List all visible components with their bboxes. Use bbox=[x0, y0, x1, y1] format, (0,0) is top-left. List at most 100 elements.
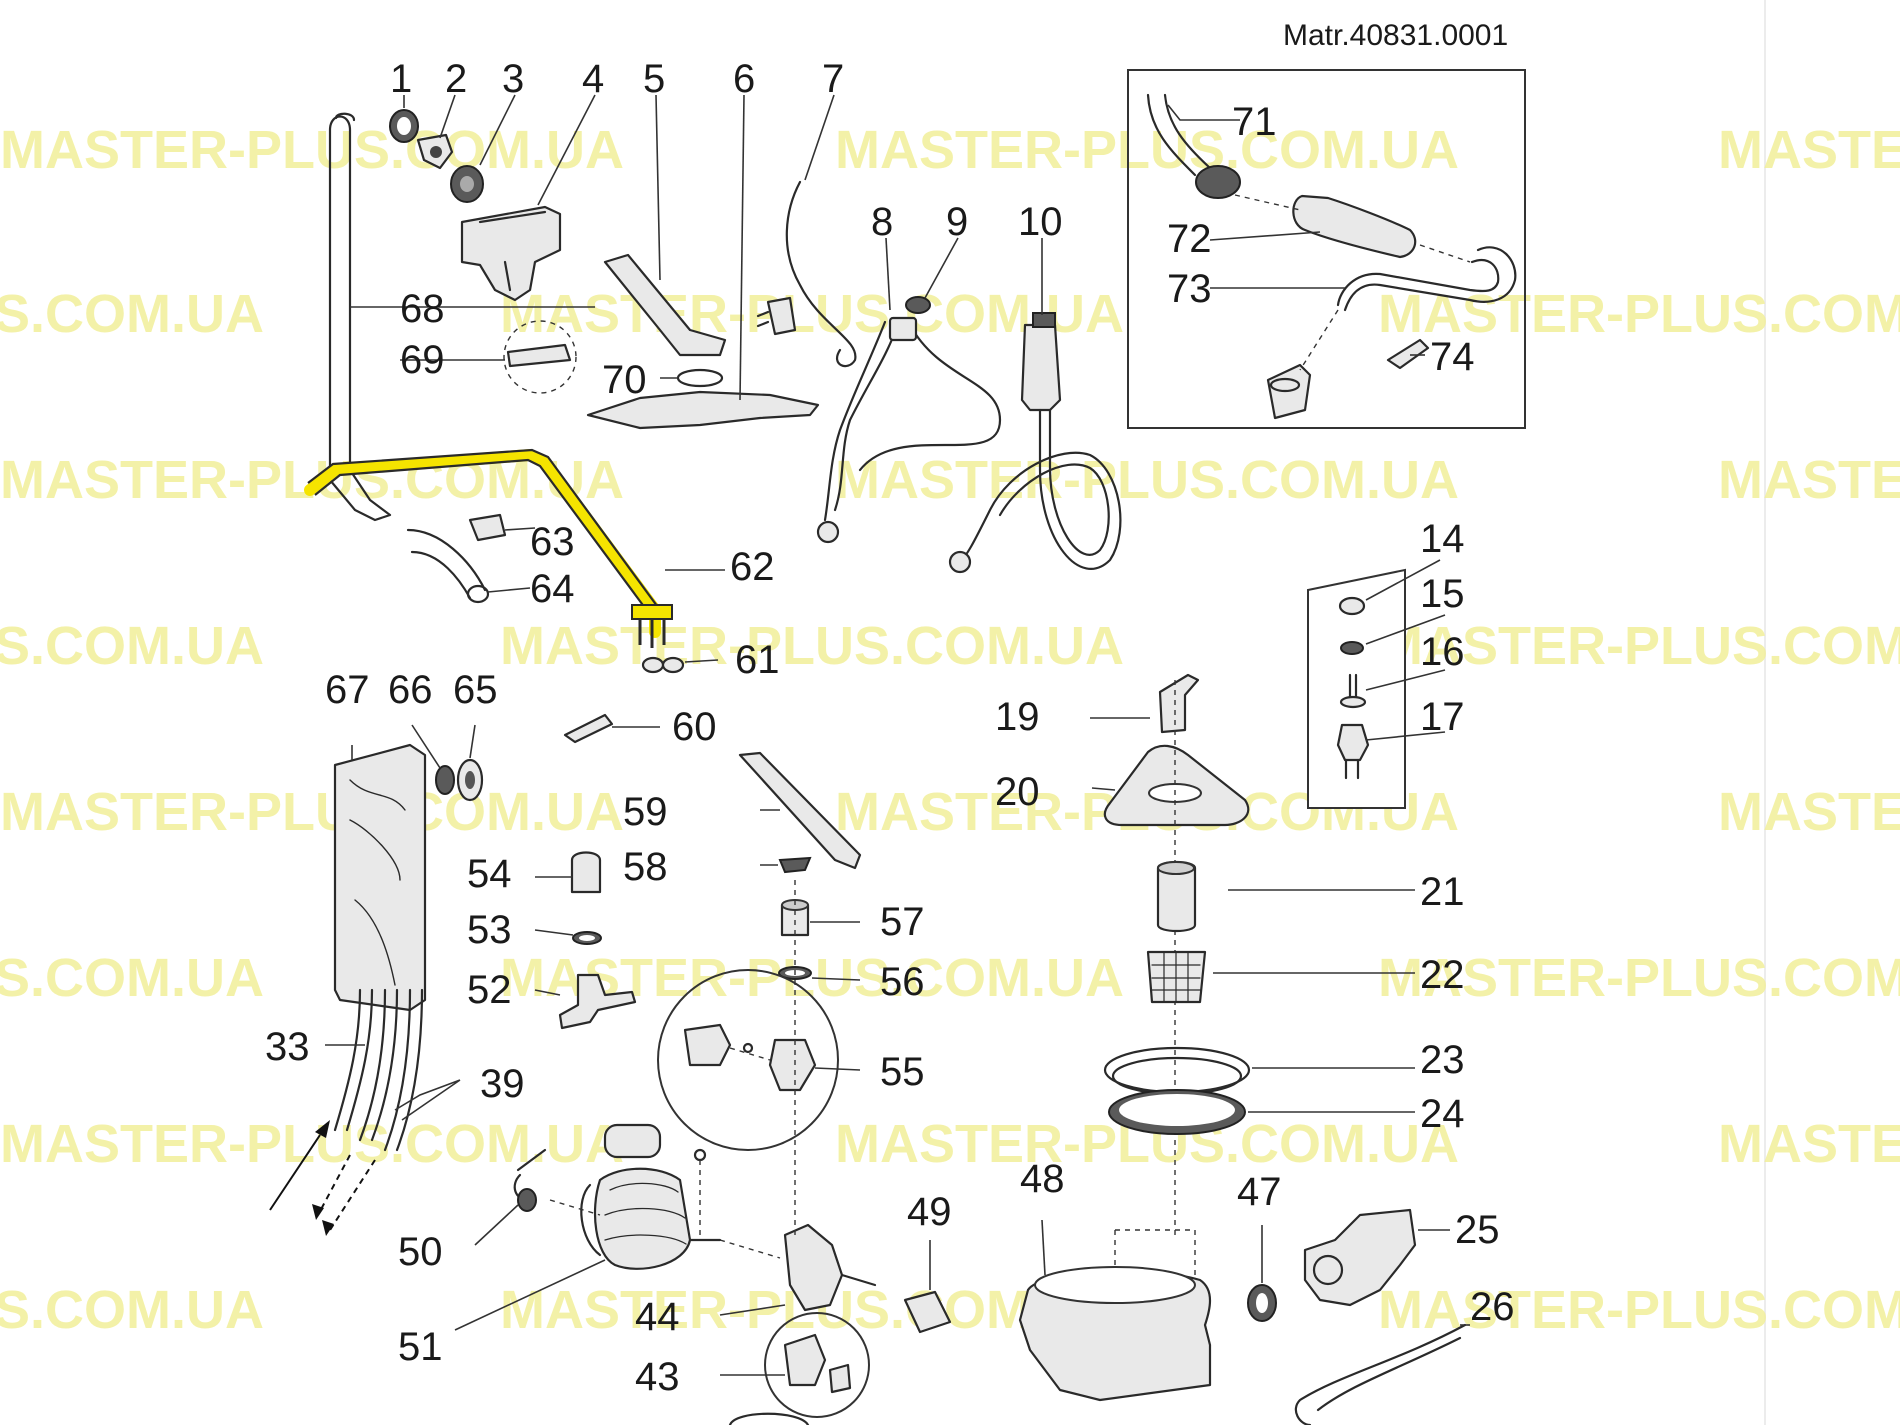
clamp-63 bbox=[468, 513, 507, 542]
label-58: 58 bbox=[623, 845, 668, 889]
elbow-73 bbox=[1336, 246, 1517, 312]
matr-code: Matr.40831.0001 bbox=[1283, 19, 1508, 52]
label-14: 14 bbox=[1420, 517, 1465, 561]
arm-connector-5 bbox=[603, 253, 727, 357]
watermark-text: MASTER-PLUS.COM.UA bbox=[1718, 120, 1900, 180]
detail-circle-43 bbox=[764, 1312, 870, 1418]
label-1: 1 bbox=[390, 57, 412, 101]
label-62: 62 bbox=[730, 545, 775, 589]
detail-box-71-74 bbox=[1127, 69, 1526, 429]
watermark-text: MASTER-PLUS.COM.UA bbox=[0, 948, 264, 1008]
detail-box-frame bbox=[1127, 69, 1526, 429]
detail-circle-69 bbox=[503, 320, 577, 394]
label-3: 3 bbox=[502, 57, 524, 101]
label-43: 43 bbox=[635, 1355, 680, 1399]
watermark-text: MASTER-PLUS.COM.UA bbox=[1718, 450, 1900, 510]
watermark-text: MASTER-PLUS.COM.UA bbox=[1378, 1280, 1900, 1340]
watermark-text: MASTER-PLUS.COM.UA bbox=[0, 782, 624, 842]
label-33: 33 bbox=[265, 1025, 310, 1069]
label-57: 57 bbox=[880, 900, 925, 944]
bushing-49 bbox=[903, 1290, 952, 1334]
label-2: 2 bbox=[445, 57, 467, 101]
hose-64 bbox=[406, 528, 487, 600]
inlet-hose-8 bbox=[823, 318, 1002, 522]
label-51: 51 bbox=[398, 1325, 443, 1369]
label-65: 65 bbox=[453, 668, 498, 712]
spray-arm-6 bbox=[586, 390, 820, 430]
label-21: 21 bbox=[1420, 870, 1465, 914]
outlet-hose-10 bbox=[1020, 323, 1062, 412]
parts-group-top-left bbox=[304, 109, 857, 674]
valve-55 bbox=[683, 1023, 732, 1067]
label-48: 48 bbox=[1020, 1157, 1065, 1201]
watermark-text: MASTER-PLUS.COM.UA bbox=[1718, 1114, 1900, 1174]
hose-39b bbox=[383, 988, 424, 1152]
bracket-4 bbox=[460, 205, 562, 302]
drain-hose-26 bbox=[1294, 1323, 1467, 1425]
label-22: 22 bbox=[1420, 953, 1465, 997]
label-5: 5 bbox=[643, 57, 665, 101]
label-26: 26 bbox=[1470, 1285, 1515, 1329]
label-53: 53 bbox=[467, 908, 512, 952]
capacitor bbox=[603, 1123, 662, 1159]
watermark-text: MASTER-PLUS.COM.UA bbox=[0, 284, 264, 344]
label-49: 49 bbox=[907, 1190, 952, 1234]
label-69: 69 bbox=[400, 338, 445, 382]
label-73: 73 bbox=[1167, 267, 1212, 311]
label-71: 71 bbox=[1232, 100, 1277, 144]
label-59: 59 bbox=[623, 790, 668, 834]
clip-74 bbox=[1386, 338, 1430, 370]
grommet-61a bbox=[641, 656, 665, 674]
label-15: 15 bbox=[1420, 572, 1465, 616]
pump-44 bbox=[783, 1223, 844, 1312]
hose-71 bbox=[1146, 93, 1212, 177]
detail-panel-14-17 bbox=[1307, 568, 1406, 809]
cable-7 bbox=[785, 180, 857, 368]
watermark-text: MASTER-PLUS.COM.UA bbox=[0, 120, 624, 180]
heater-62 bbox=[304, 448, 673, 648]
watermark-text: MASTER-PLUS.COM.UA bbox=[500, 616, 1124, 676]
label-9: 9 bbox=[946, 200, 968, 244]
label-64: 64 bbox=[530, 567, 575, 611]
watermark-layer: MASTER-PLUS.COM.UA MASTER-PLUS.COM.UA MA… bbox=[0, 120, 1900, 1340]
parts-group-bottom-right bbox=[728, 1208, 1467, 1425]
clamp-71 bbox=[1195, 165, 1241, 199]
watermark-text: MASTER-PLUS.COM.UA bbox=[835, 450, 1459, 510]
washer-9 bbox=[905, 296, 931, 314]
label-55: 55 bbox=[880, 1050, 925, 1094]
label-61: 61 bbox=[735, 638, 780, 682]
label-67: 67 bbox=[325, 668, 370, 712]
pump-part-43 bbox=[783, 1333, 827, 1387]
label-66: 66 bbox=[388, 668, 433, 712]
label-72: 72 bbox=[1167, 217, 1212, 261]
label-70: 70 bbox=[602, 358, 647, 402]
parts-group-center bbox=[558, 713, 952, 1418]
motor-51 bbox=[593, 1167, 692, 1270]
label-4: 4 bbox=[582, 57, 604, 101]
label-52: 52 bbox=[467, 968, 512, 1012]
sensor-17 bbox=[1336, 723, 1370, 762]
label-44: 44 bbox=[635, 1295, 680, 1339]
watermark-text: MASTER-PLUS.COM.UA bbox=[1378, 948, 1900, 1008]
arrow-icon bbox=[269, 1120, 376, 1236]
label-24: 24 bbox=[1420, 1092, 1465, 1136]
watermark-text: MASTER-PLUS.COM.UA bbox=[1718, 782, 1900, 842]
parts-group-hoses bbox=[816, 296, 1122, 574]
label-54: 54 bbox=[467, 852, 512, 896]
drain-pump-25 bbox=[1303, 1208, 1417, 1307]
parts-group-left bbox=[269, 743, 781, 1270]
cap-54 bbox=[570, 851, 602, 894]
label-63: 63 bbox=[530, 520, 575, 564]
label-23: 23 bbox=[1420, 1038, 1465, 1082]
label-20: 20 bbox=[995, 770, 1040, 814]
clip-69 bbox=[506, 343, 572, 368]
ring-15 bbox=[1340, 641, 1364, 655]
watermark-text: MASTER-PLUS.COM.UA bbox=[0, 1114, 624, 1174]
watermark-text: MASTER-PLUS.COM.UA bbox=[1378, 284, 1900, 344]
detail-circle-55 bbox=[657, 969, 839, 1151]
hose-39a bbox=[358, 988, 399, 1142]
label-50: 50 bbox=[398, 1230, 443, 1274]
label-10: 10 bbox=[1018, 200, 1063, 244]
label-60: 60 bbox=[672, 705, 717, 749]
